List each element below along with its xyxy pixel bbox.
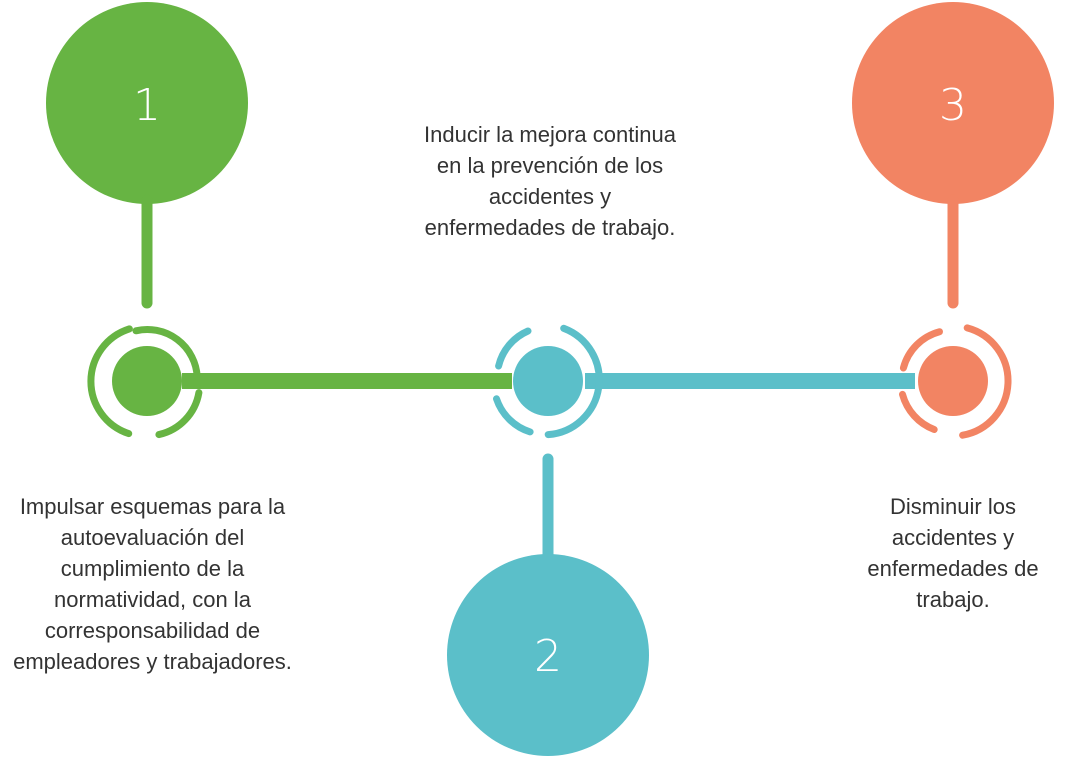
step-2-ring-right xyxy=(544,324,603,439)
step-1-ring-left xyxy=(87,325,133,438)
step-3-description: Disminuir los accidentes y enfermedades … xyxy=(867,494,1039,612)
step-2-number: 2 xyxy=(534,631,562,682)
step-1-number-circle xyxy=(46,2,248,204)
step-2-number-circle xyxy=(447,554,649,756)
step-3-group: 3 xyxy=(852,2,1054,439)
step-1-ring-bottom xyxy=(155,389,203,439)
step-2-description: Inducir la mejora continua en la prevenc… xyxy=(424,122,676,240)
step-1-description: Impulsar esquemas para la autoevaluación… xyxy=(13,494,292,674)
step-1-node xyxy=(112,346,182,416)
step-3-number: 3 xyxy=(939,80,967,131)
step-2-node xyxy=(513,346,583,416)
step-2-ring-top xyxy=(495,327,532,370)
step-2-ring-left xyxy=(493,395,534,436)
step-1-group: 1 xyxy=(46,2,248,439)
step-2-group: 2 xyxy=(447,324,649,756)
step-3-number-circle xyxy=(852,2,1054,204)
step-1-number: 1 xyxy=(133,80,161,131)
step-3-ring-top xyxy=(899,328,943,372)
step-3-ring-right xyxy=(959,324,1012,439)
step-3-node xyxy=(918,346,988,416)
step-1-ring-top xyxy=(132,326,201,381)
step-3-ring-left xyxy=(899,390,938,433)
